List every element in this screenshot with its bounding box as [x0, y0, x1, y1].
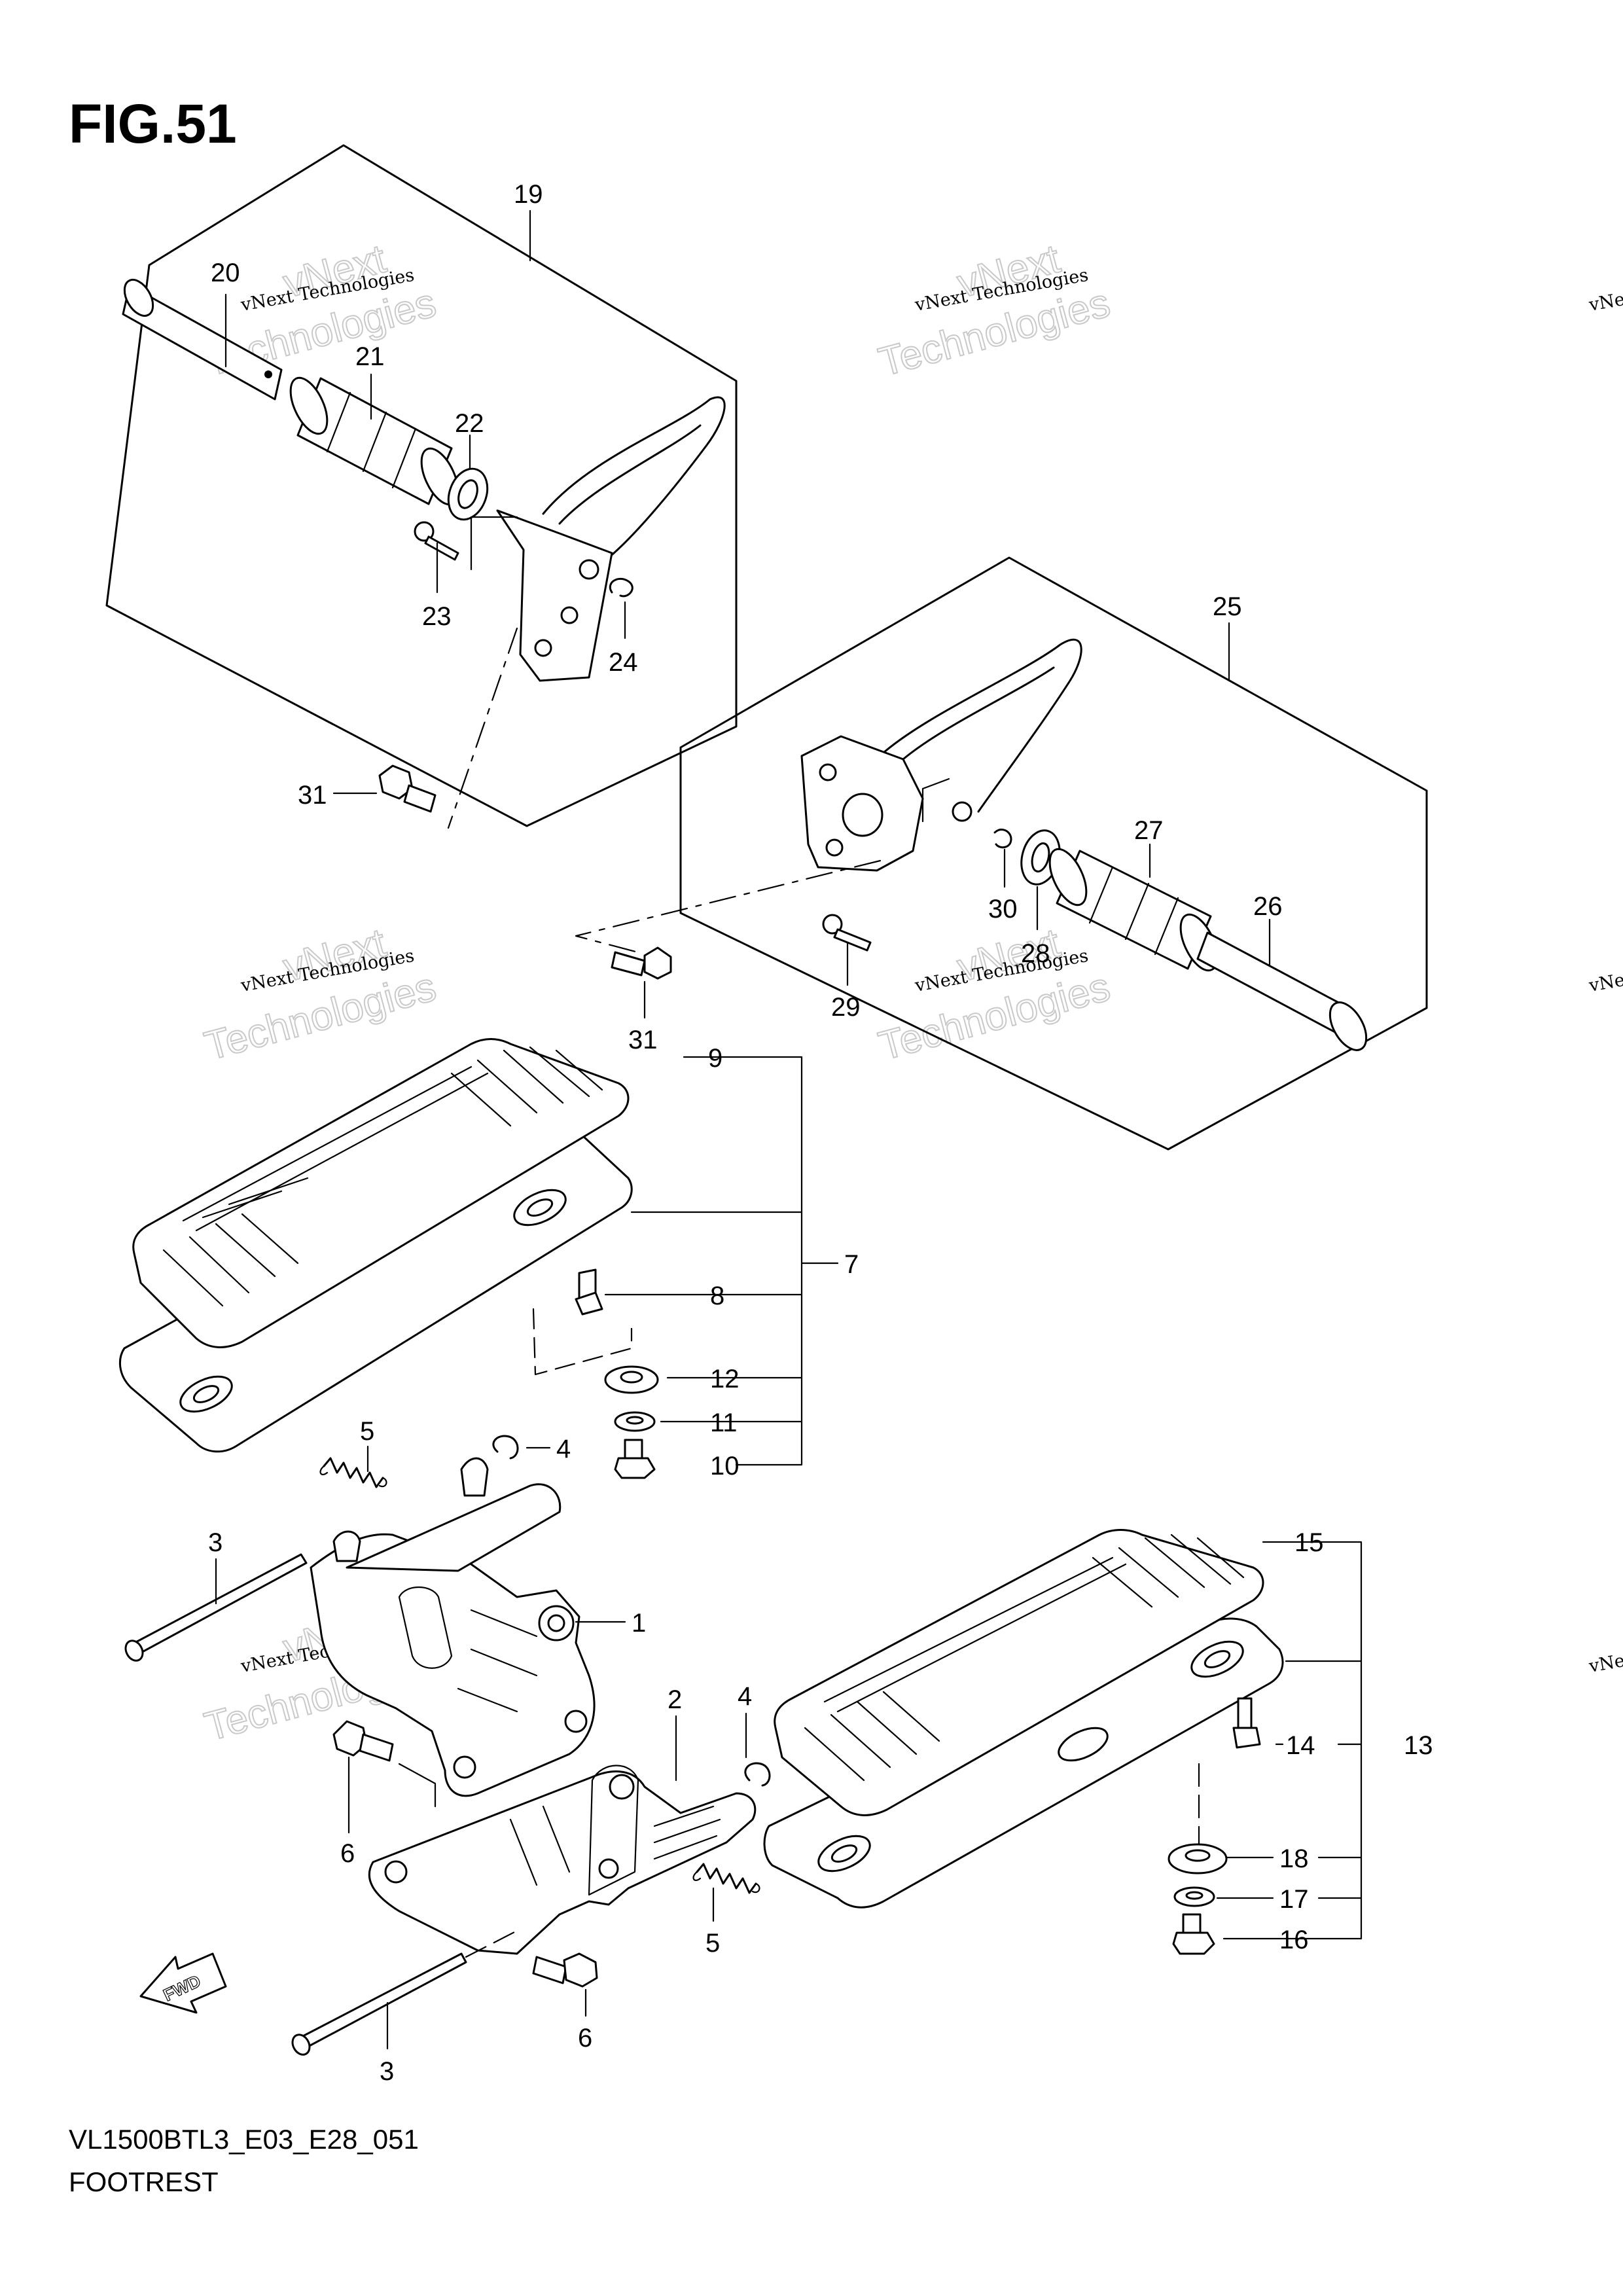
callout-21: 21 — [355, 342, 385, 371]
footboard-front-upper — [118, 1038, 633, 1453]
pin-23 — [414, 521, 459, 561]
callout-17: 17 — [1279, 1885, 1309, 1914]
bolt-6-upper — [332, 1720, 394, 1762]
callout-24: 24 — [609, 648, 638, 677]
callout-9: 9 — [708, 1044, 722, 1073]
dash-leader-8 — [532, 1308, 633, 1376]
callout-4-lower: 4 — [738, 1682, 752, 1711]
callout-18: 18 — [1279, 1844, 1309, 1873]
watermark-low-right: vNe — [1587, 1651, 1623, 1677]
pin-29 — [822, 914, 872, 952]
washer-12 — [604, 1365, 659, 1394]
callout-2: 2 — [668, 1685, 682, 1714]
clip-4-lower — [744, 1762, 771, 1787]
bolt-8 — [575, 1268, 603, 1316]
callout-31-lower: 31 — [628, 1026, 658, 1054]
bolt-31-lower — [611, 946, 672, 980]
pin-3-upper — [124, 1553, 308, 1662]
callout-3-lower: 3 — [380, 2057, 394, 2086]
watermark-small: vNe — [1587, 970, 1623, 996]
watermark-top-center: vNext Technologies vNext Technologies — [874, 236, 1115, 386]
rubber-27 — [1048, 848, 1219, 972]
callout-20: 20 — [211, 259, 240, 287]
washer-11 — [614, 1411, 656, 1432]
washer-17 — [1173, 1886, 1215, 1907]
washer-18 — [1168, 1843, 1228, 1874]
bolt-16 — [1172, 1913, 1215, 1955]
callout-26: 26 — [1253, 892, 1283, 921]
bolt-31-upper — [378, 764, 437, 813]
rear-step-bracket-left — [470, 396, 726, 682]
callout-30: 30 — [988, 895, 1018, 924]
callout-27: 27 — [1134, 816, 1164, 845]
callout-1: 1 — [632, 1609, 646, 1638]
callout-5-lower: 5 — [705, 1929, 720, 1958]
section-name: FOOTREST — [69, 2166, 219, 2197]
callout-16: 16 — [1279, 1926, 1309, 1954]
callout-12: 12 — [710, 1365, 740, 1393]
callout-25: 25 — [1213, 592, 1242, 621]
callout-10: 10 — [710, 1452, 740, 1480]
leader-bracket-7 — [604, 1056, 839, 1466]
callout-22: 22 — [455, 409, 484, 438]
callout-8: 8 — [710, 1282, 724, 1310]
bolt-10 — [614, 1439, 656, 1479]
watermark-small: vNe — [1587, 289, 1623, 315]
rear-step-bracket-right — [800, 638, 1082, 872]
washer-22 — [447, 467, 489, 521]
callout-11: 11 — [710, 1408, 738, 1437]
callout-4-upper: 4 — [556, 1435, 571, 1463]
dash-leader-rear-right — [575, 859, 882, 954]
dash-leader-3-lower — [465, 1929, 518, 1958]
watermark-mid-center: vNext Technologies vNext Technologies — [874, 920, 1115, 1070]
fwd-direction-arrow: FWD — [139, 1952, 227, 2014]
callout-28: 28 — [1021, 939, 1050, 968]
model-code: VL1500BTL3_E03_E28_051 — [69, 2124, 419, 2155]
dash-leader-rear-left — [447, 627, 518, 829]
watermark-top-right: vNe — [1587, 289, 1623, 315]
watermark-mid-left: vNext Technologies vNext Technologies — [200, 920, 441, 1070]
callout-19: 19 — [514, 180, 543, 209]
clip-4-upper — [492, 1435, 519, 1460]
callout-29: 29 — [831, 993, 861, 1022]
watermark-small: vNe — [1587, 1651, 1623, 1677]
callout-23: 23 — [422, 602, 452, 631]
callout-5-upper: 5 — [360, 1417, 374, 1446]
bracket-1 — [310, 1457, 596, 1797]
spring-5-upper — [319, 1457, 387, 1488]
pin-20 — [122, 279, 283, 401]
callout-6-lower: 6 — [578, 2024, 592, 2053]
watermark-mid-right: vNe — [1587, 970, 1623, 996]
footboard-front-lower — [763, 1529, 1284, 1909]
clip-30 — [993, 829, 1012, 849]
assembly-box-25 — [679, 556, 1428, 1151]
bolt-6-lower — [532, 1952, 598, 1988]
callout-15: 15 — [1294, 1528, 1324, 1557]
clip-24 — [609, 577, 633, 598]
bolt-14 — [1232, 1697, 1261, 1749]
spring-5-lower — [692, 1863, 760, 1894]
rubber-21 — [289, 376, 459, 506]
bracket-line-6-upper — [398, 1763, 437, 1808]
assembly-box-19 — [105, 144, 738, 827]
pin-3-lower — [291, 1952, 467, 2056]
callout-31-upper: 31 — [298, 781, 327, 810]
callout-3-upper: 3 — [208, 1528, 223, 1557]
pin-26 — [1196, 931, 1368, 1051]
callout-13: 13 — [1404, 1731, 1433, 1760]
callout-6-upper: 6 — [340, 1839, 355, 1868]
callout-14: 14 — [1286, 1731, 1315, 1760]
leader-bracket-13 — [1216, 1541, 1363, 1940]
figure-title: FIG.51 — [69, 93, 237, 154]
callout-7: 7 — [844, 1250, 859, 1279]
bracket-2 — [368, 1765, 757, 1955]
